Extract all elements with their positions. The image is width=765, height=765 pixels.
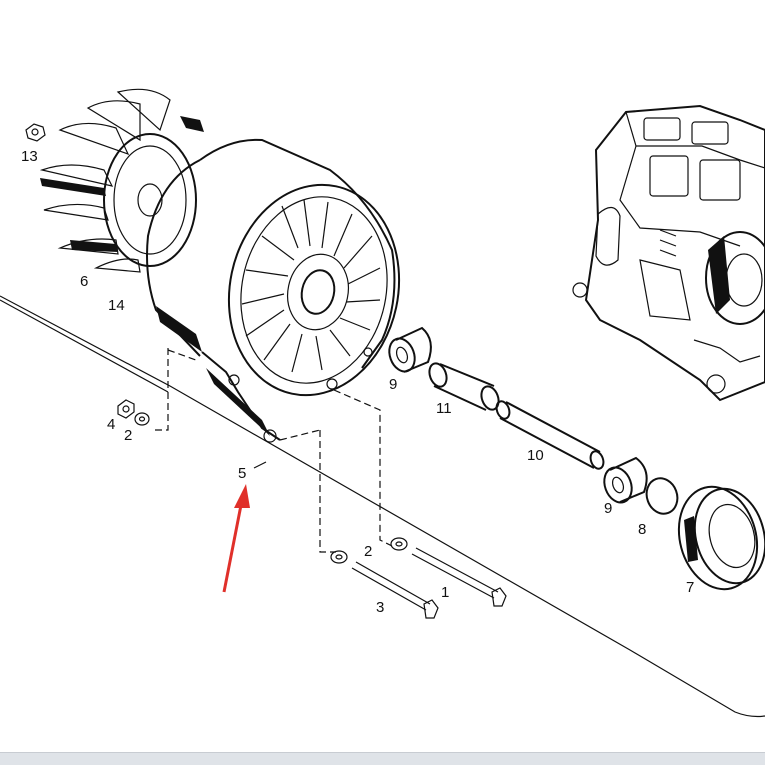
nut-4	[117, 399, 135, 419]
label-2-lower: 2	[364, 543, 372, 560]
label-4: 4	[107, 416, 115, 433]
bolt-3	[351, 561, 439, 619]
base-plate-outline	[0, 295, 765, 718]
bearing-9-upper	[388, 326, 432, 373]
label-9-upper: 9	[389, 376, 397, 393]
label-5: 5	[238, 465, 246, 482]
label-9-lower: 9	[604, 500, 612, 517]
washer-2-left	[134, 412, 150, 426]
bolt-1	[411, 547, 507, 607]
assembly-guide-lines	[154, 348, 393, 553]
pulley-7	[677, 485, 765, 591]
leader-line-5	[253, 461, 267, 469]
pointer-arrow	[222, 484, 250, 593]
label-1: 1	[441, 584, 449, 601]
label-7: 7	[686, 579, 694, 596]
bearing-9-lower	[603, 456, 648, 504]
circlip-8	[645, 477, 679, 515]
label-13: 13	[21, 148, 38, 165]
window-bottom-edge	[0, 752, 765, 765]
nut-13	[25, 123, 46, 142]
label-11: 11	[436, 400, 452, 417]
fan-6	[39, 88, 204, 273]
alternator-housing-14	[146, 138, 401, 443]
engine-block	[572, 104, 765, 402]
label-10: 10	[527, 447, 544, 464]
label-14: 14	[108, 297, 125, 314]
spacer-11	[428, 362, 500, 411]
label-8: 8	[638, 521, 646, 538]
label-2-left: 2	[124, 427, 132, 444]
washers-2-lower	[330, 537, 408, 564]
label-6: 6	[80, 273, 88, 290]
shaft-10	[495, 400, 605, 470]
label-3: 3	[376, 599, 384, 616]
